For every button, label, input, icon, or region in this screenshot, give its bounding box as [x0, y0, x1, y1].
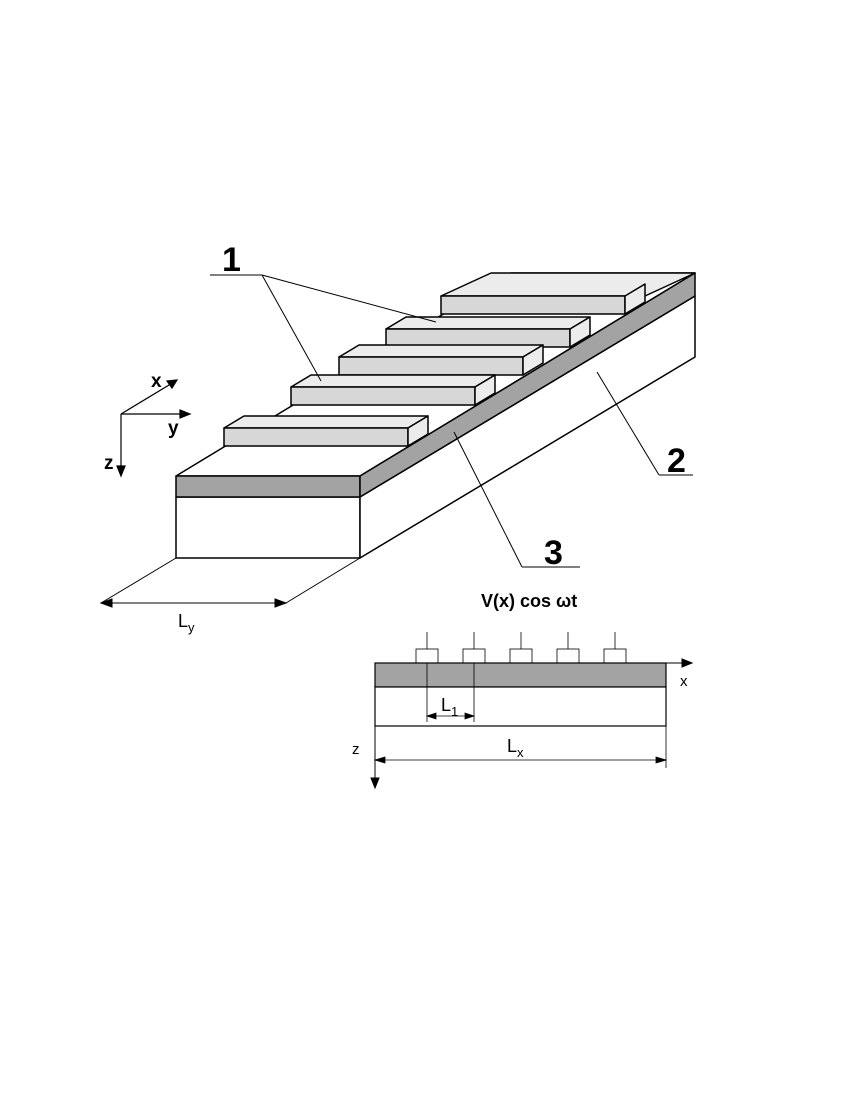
label-electrodes: 1 — [222, 241, 241, 279]
axis-y-label: y — [168, 418, 179, 439]
period-dimension — [425, 663, 476, 722]
width-dimension — [99, 557, 361, 608]
coordinate-axes — [116, 379, 192, 478]
substrate-front-face — [175, 496, 361, 559]
section-z-axis — [370, 726, 380, 790]
section-layer — [374, 662, 667, 688]
electrode-4 — [385, 316, 591, 348]
electrode-3 — [338, 344, 544, 376]
section-substrate — [374, 686, 667, 727]
width-label: Ly — [178, 611, 195, 635]
layer-side-face — [359, 272, 696, 498]
layer-front-face — [175, 475, 361, 498]
axis-x-label: x — [151, 371, 162, 392]
contact-stems — [426, 632, 616, 649]
section-electrodes — [415, 648, 627, 664]
isometric-device — [175, 272, 696, 559]
axis-z-label: z — [104, 453, 114, 474]
length-dimension — [373, 726, 668, 768]
length-label: Lx — [507, 736, 524, 760]
cross-section — [370, 632, 694, 790]
section-z-label: z — [352, 741, 360, 758]
period-label: L1 — [441, 695, 458, 719]
electrode-5 — [440, 272, 696, 315]
label-layer: 3 — [544, 534, 563, 572]
electrode-2 — [290, 374, 496, 406]
leader-lines — [210, 274, 693, 568]
label-substrate: 2 — [667, 442, 686, 480]
voltage-formula: V(x) cos ωt — [481, 591, 577, 611]
section-x-axis — [666, 658, 694, 668]
section-x-label: x — [680, 673, 688, 690]
electrode-1 — [223, 415, 429, 447]
